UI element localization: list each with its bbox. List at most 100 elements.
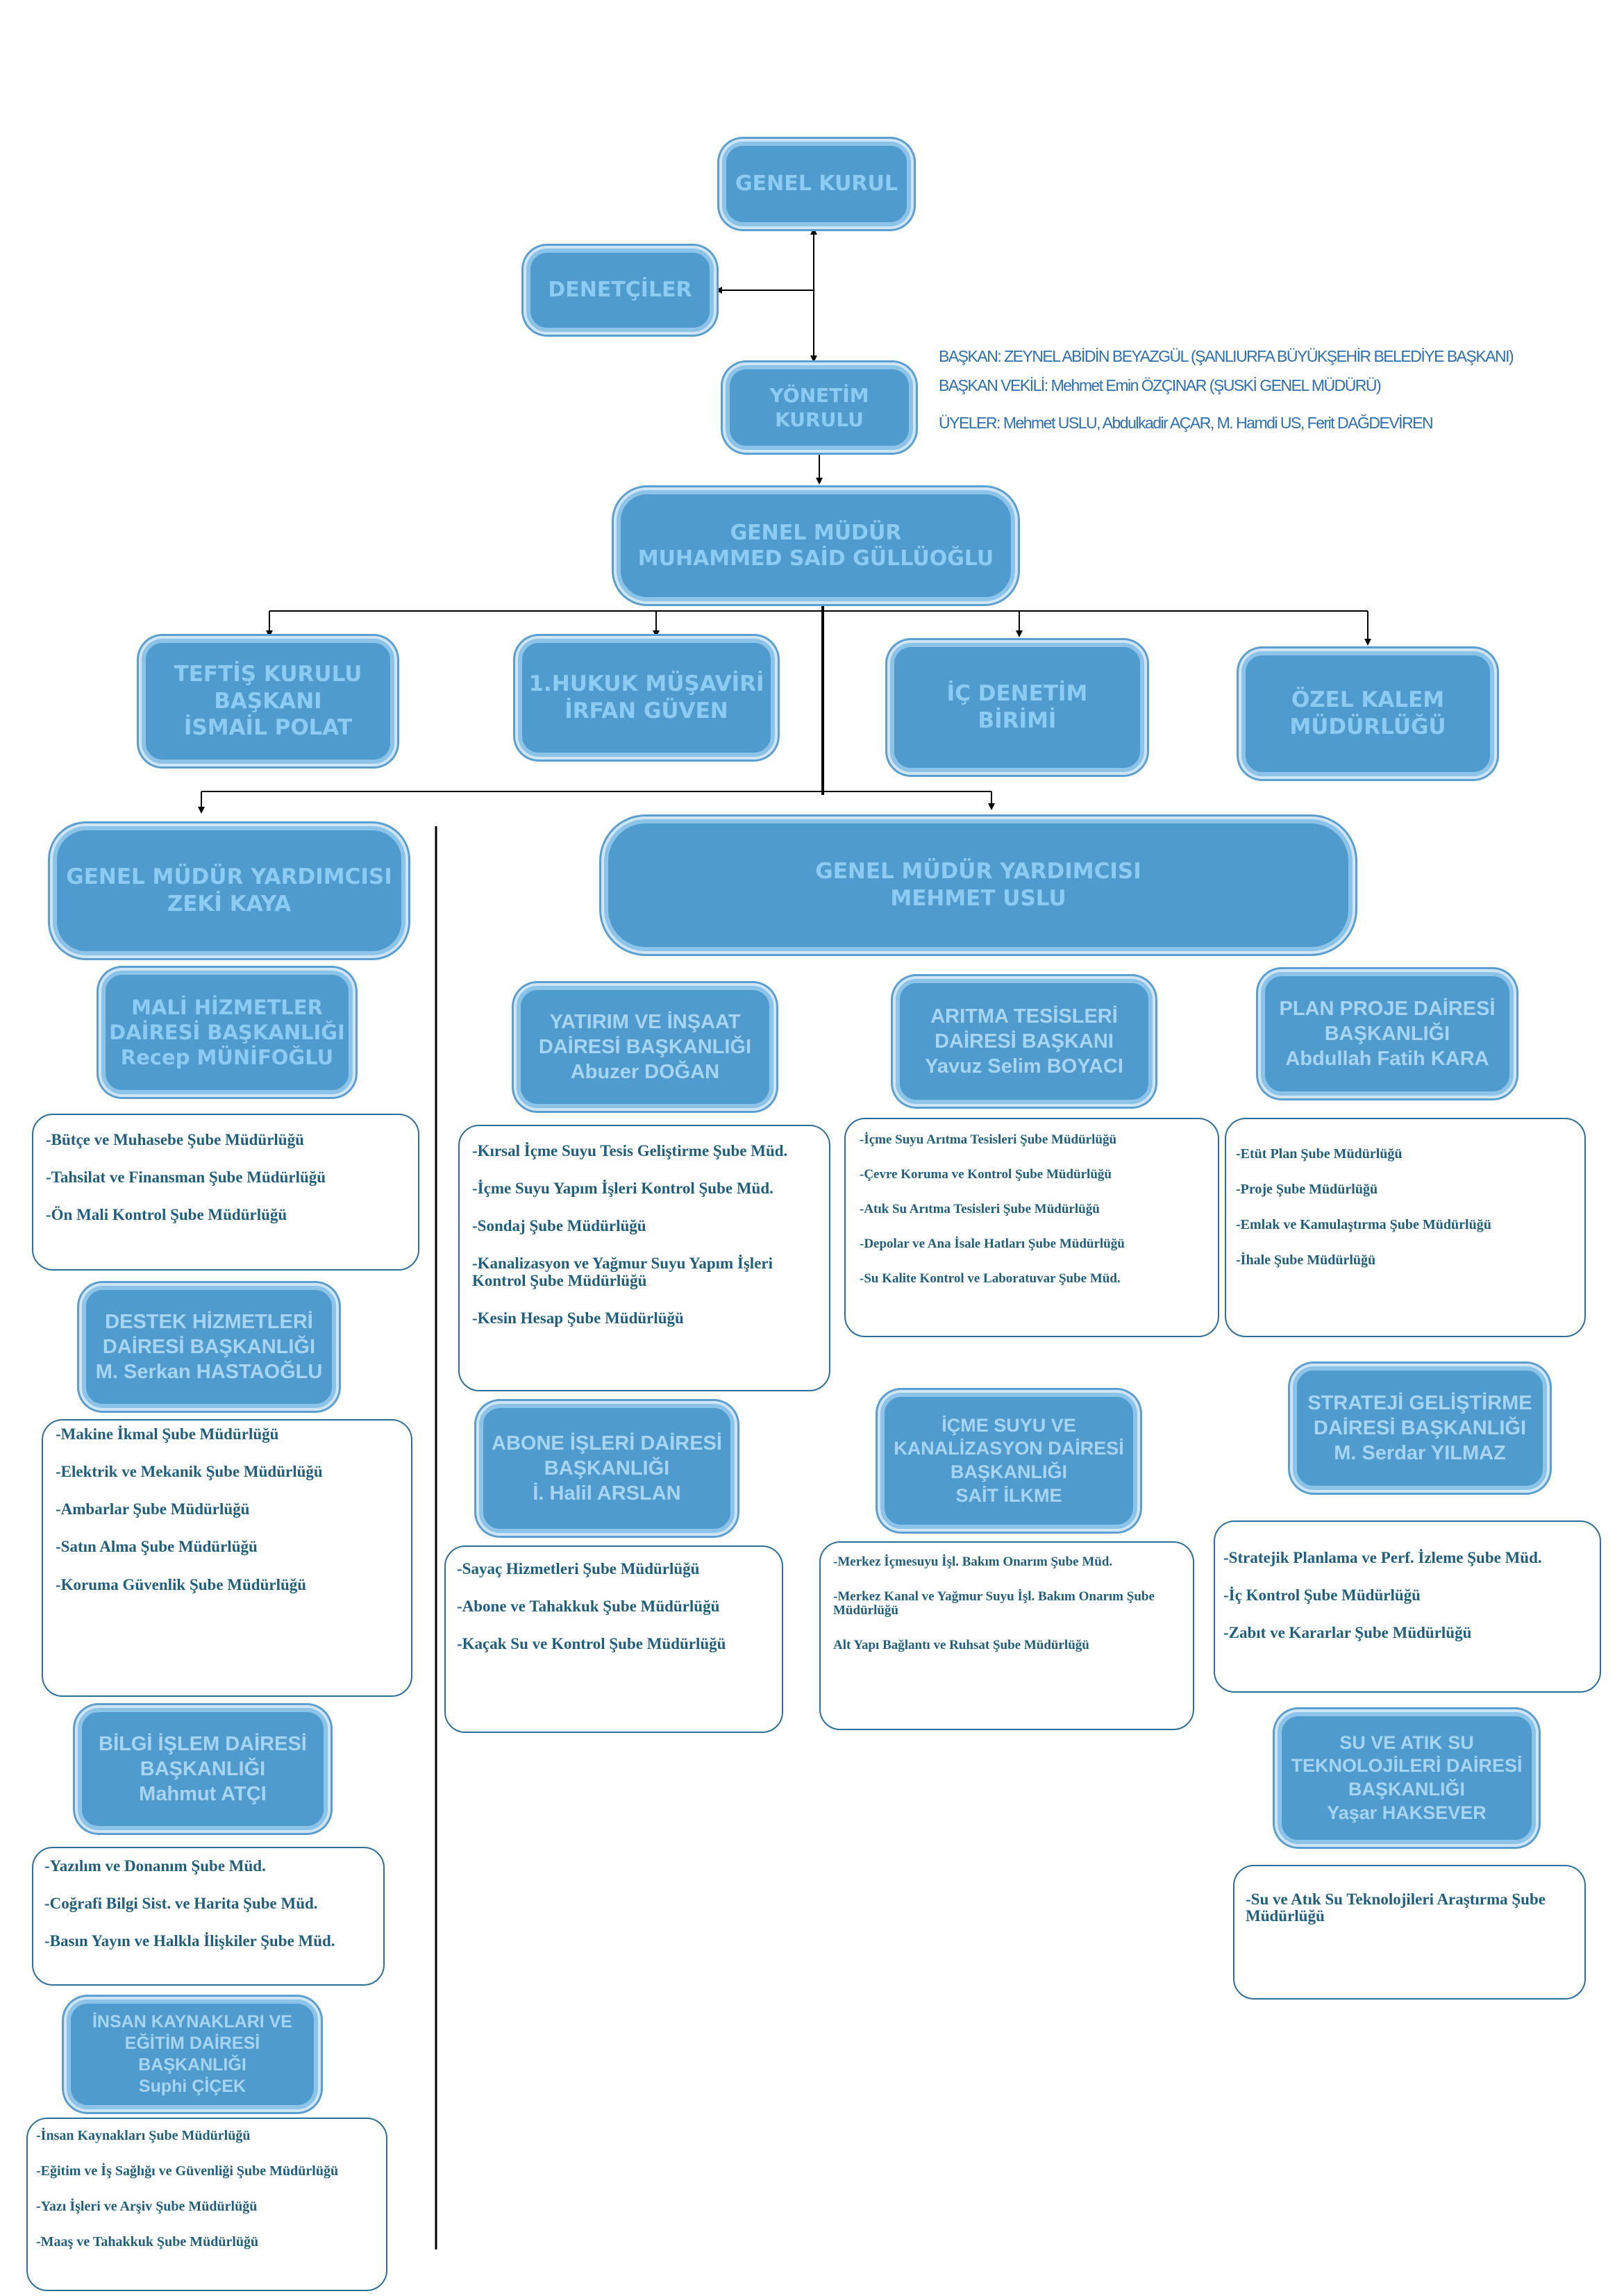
board-uyeler: ÜYELER: Mehmet USLU, Abdulkadir AÇAR, M.… xyxy=(939,414,1434,432)
abone-title-3: İ. Halil ARSLAN xyxy=(533,1482,681,1505)
list-item: -Kanalizasyon ve Yağmur Suyu Yapım İşler… xyxy=(472,1255,773,1289)
yatirim-title-1: YATIRIM VE İNŞAAT xyxy=(549,1010,741,1033)
yatirim-list: -Kırsal İçme Suyu Tesis Geliştirme Şube … xyxy=(458,1125,830,1391)
list-item: -Merkez İçmesuyu İşl. Bakım Onarım Şube … xyxy=(833,1555,1113,1569)
genel-mudur-line-1: GENEL MÜDÜR xyxy=(730,520,902,545)
ic-denetim-line-1: İÇ DENETİM xyxy=(946,681,1088,707)
bilgi-title-1: BİLGİ İŞLEM DAİRESİ xyxy=(99,1732,307,1755)
board-baskan-vekili: BAŞKAN VEKİLİ: Mehmet Emin ÖZÇINAR (ŞUSK… xyxy=(939,376,1382,394)
board-baskan: BAŞKAN: ZEYNEL ABİDİN BEYAZGÜL (ŞANLIURF… xyxy=(939,347,1514,365)
bilgi-title-2: BAŞKANLIĞI xyxy=(140,1757,266,1780)
list-item: -Satın Alma Şube Müdürlüğü xyxy=(56,1538,258,1556)
insan-title-3: Suphi ÇİÇEK xyxy=(138,2077,246,2097)
list-item: -Maaş ve Tahakkuk Şube Müdürlüğü xyxy=(36,2234,259,2249)
destek-title-1: DESTEK HİZMETLERİ xyxy=(105,1310,313,1333)
list-item: -Coğrafi Bilgi Sist. ve Harita Şube Müd. xyxy=(44,1895,318,1913)
list-item: -İç Kontrol Şube Müdürlüğü xyxy=(1223,1586,1421,1604)
destek-title-2: DAİRESİ BAŞKANLIĞI xyxy=(102,1335,316,1358)
strateji-gelistirme-box: STRATEJİ GELİŞTİRME DAİRESİ BAŞKANLIĞI M… xyxy=(1293,1366,1547,1490)
genel-mudur-box: GENEL MÜDÜR MUHAMMED SAİD GÜLLÜOĞLU xyxy=(617,490,1015,601)
list-item: Alt Yapı Bağlantı ve Ruhsat Şube Müdürlü… xyxy=(833,1637,1089,1652)
denetciler-box: DENETÇİLER xyxy=(526,249,714,332)
abone-isleri-box: ABONE İŞLERİ DAİRESİ BAŞKANLIĞI İ. Halil… xyxy=(479,1404,735,1533)
list-item: -Su Kalite Kontrol ve Laboratuvar Şube M… xyxy=(860,1271,1121,1286)
genel-kurul-label: GENEL KURUL xyxy=(735,171,898,196)
strateji-title-1: STRATEJİ GELİŞTİRME xyxy=(1307,1391,1532,1414)
list-item: -Yazılım ve Donanım Şube Müd. xyxy=(44,1857,266,1875)
yonetim-kurulu-box: YÖNETİM KURULU xyxy=(726,365,913,450)
list-item: -Stratejik Planlama ve Perf. İzleme Şube… xyxy=(1223,1549,1542,1566)
icme-title-2: KANALİZASYON DAİRESİ xyxy=(894,1438,1124,1459)
gmy-mehmet-uslu-box: GENEL MÜDÜR YARDIMCISI MEHMET USLU xyxy=(604,819,1353,951)
teftis-line-1: TEFTİŞ KURULU xyxy=(174,661,362,687)
list-item: -Merkez Kanal ve Yağmur Suyu İşl. Bakım … xyxy=(833,1589,1155,1618)
insan-title-1: İNSAN KAYNAKLARI VE xyxy=(92,2011,292,2031)
su-atik-title-4: Yaşar HAKSEVER xyxy=(1327,1802,1487,1823)
list-item: -Kırsal İçme Suyu Tesis Geliştirme Şube … xyxy=(472,1142,788,1159)
abone-title-2: BAŞKANLIĞI xyxy=(544,1457,670,1480)
mali-hizmetler-box: MALİ HİZMETLER DAİRESİ BAŞKANLIĞI Recep … xyxy=(101,971,353,1094)
ozel-kalem-line-2: MÜDÜRLÜĞÜ xyxy=(1289,714,1446,739)
list-item: -Makine İkmal Şube Müdürlüğü xyxy=(56,1425,279,1443)
yatirim-insaat-box: YATIRIM VE İNŞAAT DAİRESİ BAŞKANLIĞI Abu… xyxy=(517,986,773,1108)
ic-denetim-line-2: BİRİMİ xyxy=(978,708,1057,733)
list-item: -İçme Suyu Yapım İşleri Kontrol Şube Müd… xyxy=(472,1180,773,1198)
denetciler-label: DENETÇİLER xyxy=(548,278,692,303)
list-item: -Depolar ve Ana İsale Hatları Şube Müdür… xyxy=(860,1236,1125,1251)
hukuk-musaviri-box: 1.HUKUK MÜŞAVİRİ İRFAN GÜVEN xyxy=(518,639,775,757)
icme-title-3: BAŞKANLIĞI xyxy=(951,1461,1067,1482)
list-item: -Kaçak Su ve Kontrol Şube Müdürlüğü xyxy=(457,1635,726,1653)
plan-title-2: BAŞKANLIĞI xyxy=(1324,1022,1450,1045)
list-item: -Bütçe ve Muhasebe Şube Müdürlüğü xyxy=(46,1131,304,1148)
strateji-title-3: M. Serdar YILMAZ xyxy=(1334,1442,1506,1465)
list-item: -Ambarlar Şube Müdürlüğü xyxy=(56,1500,250,1518)
bilgi-list: -Yazılım ve Donanım Şube Müd. -Coğrafi B… xyxy=(32,1847,385,1986)
list-item: -İçme Suyu Arıtma Tesisleri Şube Müdürlü… xyxy=(860,1132,1117,1147)
gmy2-line-1: GENEL MÜDÜR YARDIMCISI xyxy=(815,859,1141,885)
gmy-zeki-kaya-box: GENEL MÜDÜR YARDIMCISI ZEKİ KAYA xyxy=(53,826,405,955)
aritma-tesisleri-box: ARITMA TESİSLERİ DAİRESİ BAŞKANI Yavuz S… xyxy=(896,979,1153,1104)
icme-suyu-kanalizasyon-box: İÇME SUYU VE KANALİZASYON DAİRESİ BAŞKAN… xyxy=(880,1393,1137,1529)
icme-title-1: İÇME SUYU VE xyxy=(941,1414,1076,1436)
destek-list: -Makine İkmal Şube Müdürlüğü -Elektrik v… xyxy=(42,1419,412,1697)
aritma-title-3: Yavuz Selim BOYACI xyxy=(925,1055,1123,1078)
yonetim-line-2: KURULU xyxy=(775,408,864,431)
plan-title-1: PLAN PROJE DAİRESİ xyxy=(1279,997,1496,1020)
teftis-kurulu-box: TEFTİŞ KURULU BAŞKANI İSMAİL POLAT xyxy=(142,639,394,764)
gmy1-line-2: ZEKİ KAYA xyxy=(167,891,292,916)
abone-list: -Sayaç Hizmetleri Şube Müdürlüğü -Abone … xyxy=(444,1545,783,1733)
ozel-kalem-line-1: ÖZEL KALEM xyxy=(1291,687,1445,713)
insan-list: -İnsan Kaynakları Şube Müdürlüğü -Eğitim… xyxy=(26,2118,387,2291)
list-item: -Çevre Koruma ve Kontrol Şube Müdürlüğü xyxy=(860,1166,1112,1182)
icme-title-4: SAİT İLKME xyxy=(955,1484,1062,1506)
mali-title-1: MALİ HİZMETLER xyxy=(131,995,323,1019)
list-item: -İhale Şube Müdürlüğü xyxy=(1236,1252,1376,1268)
su-atik-title-3: BAŞKANLIĞI xyxy=(1348,1779,1465,1800)
yatirim-title-2: DAİRESİ BAŞKANLIĞI xyxy=(538,1035,752,1058)
su-atik-title-1: SU VE ATIK SU xyxy=(1339,1732,1474,1753)
insan-title-2: EĞİTİM DAİRESİ BAŞKANLIĞI xyxy=(124,2033,260,2075)
list-item: -Atık Su Arıtma Tesisleri Şube Müdürlüğü xyxy=(860,1201,1100,1216)
list-item: -Etüt Plan Şube Müdürlüğü xyxy=(1236,1146,1403,1162)
list-item: -Tahsilat ve Finansman Şube Müdürlüğü xyxy=(46,1168,326,1187)
teftis-line-3: İSMAİL POLAT xyxy=(183,715,353,741)
list-item: -Emlak ve Kamulaştırma Şube Müdürlüğü xyxy=(1236,1217,1491,1232)
list-item: -Sondaj Şube Müdürlüğü xyxy=(472,1217,646,1235)
abone-title-1: ABONE İŞLERİ DAİRESİ xyxy=(492,1432,722,1455)
destek-title-3: M. Serkan HASTAOĞLU xyxy=(95,1361,323,1384)
list-item: -Ön Mali Kontrol Şube Müdürlüğü xyxy=(46,1206,287,1224)
plan-title-3: Abdullah Fatih KARA xyxy=(1285,1048,1489,1071)
plan-list: -Etüt Plan Şube Müdürlüğü -Proje Şube Mü… xyxy=(1225,1118,1586,1337)
list-item: -Eğitim ve İş Sağlığı ve Güvenliği Şube … xyxy=(36,2163,339,2179)
strateji-title-2: DAİRESİ BAŞKANLIĞI xyxy=(1313,1416,1527,1439)
genel-mudur-line-2: MUHAMMED SAİD GÜLLÜOĞLU xyxy=(637,546,994,571)
su-atik-list: -Su ve Atık Su Teknolojileri Araştırma Ş… xyxy=(1233,1865,1586,2000)
bilgi-title-3: Mahmut ATÇI xyxy=(139,1783,267,1806)
mali-title-3: Recep MÜNİFOĞLU xyxy=(120,1046,334,1070)
gmy2-line-2: MEHMET USLU xyxy=(890,886,1066,911)
list-item: -Proje Şube Müdürlüğü xyxy=(1236,1182,1378,1197)
hukuk-line-1: 1.HUKUK MÜŞAVİRİ xyxy=(528,671,764,697)
list-item: -Su ve Atık Su Teknolojileri Araştırma Ş… xyxy=(1246,1891,1546,1925)
ic-denetim-box: İÇ DENETİM BİRİMİ xyxy=(890,643,1144,772)
